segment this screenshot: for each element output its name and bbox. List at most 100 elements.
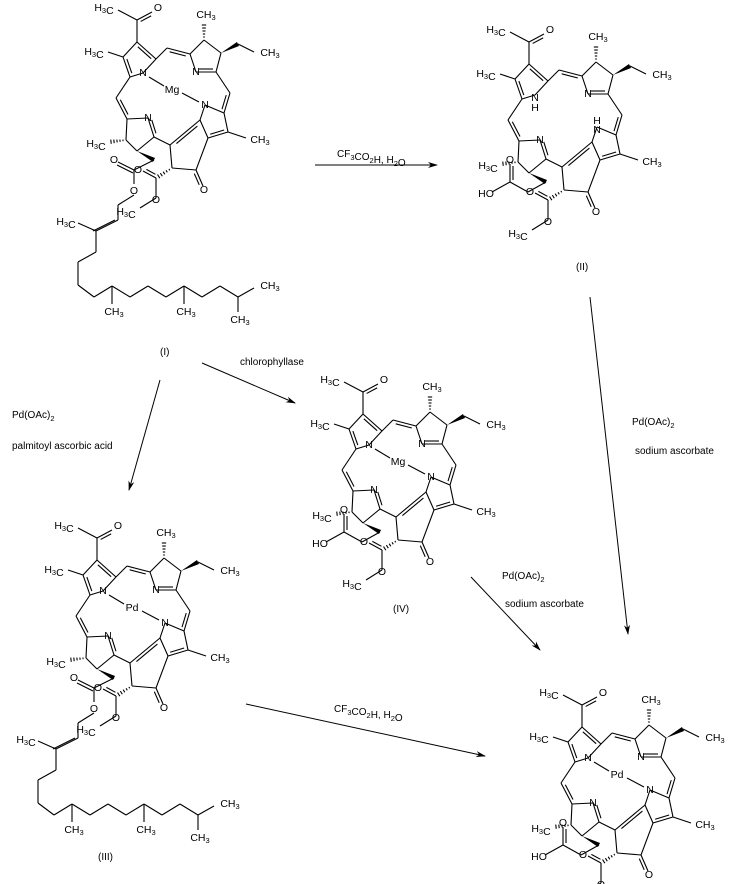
imine-n-b: N	[584, 88, 592, 100]
bond	[126, 117, 149, 120]
bond	[325, 531, 345, 543]
double-bond	[116, 164, 134, 174]
bond	[166, 47, 191, 55]
imine-n-b: N	[637, 751, 645, 763]
ester-carbonyl-oxygen: O	[94, 682, 102, 694]
phytyl-bond	[165, 285, 185, 298]
bond	[131, 685, 157, 689]
bond	[539, 139, 547, 160]
bond	[199, 119, 209, 139]
compound-labels: (I) (II) (III) (IV)	[98, 262, 588, 863]
acetyl-oxygen: O	[154, 2, 162, 14]
ethyl-methyl: CH3	[486, 419, 505, 432]
double-bond	[654, 814, 670, 820]
bond	[514, 63, 530, 80]
acid-hydroxyl: HO	[478, 188, 494, 200]
double-bond	[571, 743, 578, 759]
ring-b-methyl: CH3	[588, 31, 607, 44]
bond	[215, 52, 222, 73]
bond	[348, 428, 357, 450]
phytyl-bond	[219, 285, 239, 298]
reagent-labels: CF3CO2H, H2O chlorophyllase Pd(OAc)2 pal…	[12, 149, 714, 724]
bond	[528, 158, 547, 174]
pyrrole-n-a: N	[531, 92, 539, 104]
ethyl-methyl: CH3	[652, 69, 671, 82]
double-bond	[518, 80, 525, 96]
bond	[614, 829, 618, 854]
wedge-bond	[363, 523, 382, 534]
imine-n-d: N	[144, 112, 152, 124]
ring-a-methyl: H3C	[529, 731, 549, 746]
ester-oxygen: O	[544, 216, 552, 228]
phytyl-bond	[77, 712, 95, 724]
bond	[348, 413, 364, 430]
hashed-bond	[554, 193, 558, 197]
ketone-oxygen: O	[200, 184, 208, 196]
bond	[343, 531, 363, 543]
bond	[397, 539, 423, 543]
ester-methyl: H3C	[508, 228, 528, 243]
bond	[587, 191, 596, 209]
hashed-bond	[128, 686, 131, 689]
phytyl-bond	[125, 803, 145, 816]
central-metal: Mg	[165, 84, 180, 96]
bond	[82, 574, 91, 596]
phytyl-bond	[55, 737, 79, 750]
bond	[183, 630, 189, 651]
bond	[195, 137, 209, 171]
pyrrole-n-c: N	[161, 617, 169, 629]
bond	[571, 802, 594, 805]
wedge-bond	[221, 42, 240, 53]
bond	[93, 677, 115, 689]
phytyl-bond	[71, 803, 91, 816]
double-bond	[151, 119, 157, 134]
bond	[560, 761, 576, 784]
bond	[352, 489, 375, 492]
bond	[207, 131, 229, 139]
double-bond	[136, 643, 158, 662]
imine-n-d: N	[536, 134, 544, 146]
ester-oxygen: O	[378, 566, 386, 578]
reagent-I-to-II: CF3CO2H, H2O	[337, 149, 406, 169]
reagent-IV-to-V-reductant: sodium ascorbate	[505, 599, 584, 610]
bond	[640, 822, 654, 856]
bond	[425, 476, 432, 493]
bond	[102, 576, 117, 592]
double-bond	[140, 15, 152, 22]
hashed-bond	[119, 690, 123, 695]
bond	[509, 181, 529, 193]
bond	[668, 797, 674, 818]
bond	[122, 56, 131, 78]
arrows	[128, 162, 630, 758]
bond	[159, 637, 169, 657]
bond	[115, 97, 128, 120]
bond	[227, 131, 247, 139]
hashed-bond	[607, 856, 611, 860]
double-bond	[585, 195, 592, 208]
imine-n-b: N	[152, 584, 160, 596]
bond	[167, 649, 189, 657]
bond	[136, 136, 155, 152]
bond	[514, 78, 523, 100]
central-metal: Mg	[391, 456, 406, 468]
double-bond	[352, 430, 359, 446]
bond	[562, 694, 583, 706]
double-bond	[561, 73, 578, 79]
phytyl-bond	[147, 285, 167, 298]
bond	[195, 169, 204, 187]
double-bond	[137, 46, 152, 60]
wedge-bond	[613, 64, 632, 75]
bond	[615, 114, 623, 136]
bond	[113, 654, 131, 664]
bond	[521, 94, 536, 100]
bond	[581, 726, 602, 745]
phytyl-bond	[111, 285, 131, 298]
bond	[117, 9, 138, 21]
double-bond	[395, 423, 412, 429]
hashed-bond	[159, 172, 163, 177]
phytyl-bond	[143, 803, 163, 816]
bond	[351, 511, 364, 524]
acid-hydroxyl: HO	[312, 538, 328, 550]
double-bond	[146, 168, 156, 175]
